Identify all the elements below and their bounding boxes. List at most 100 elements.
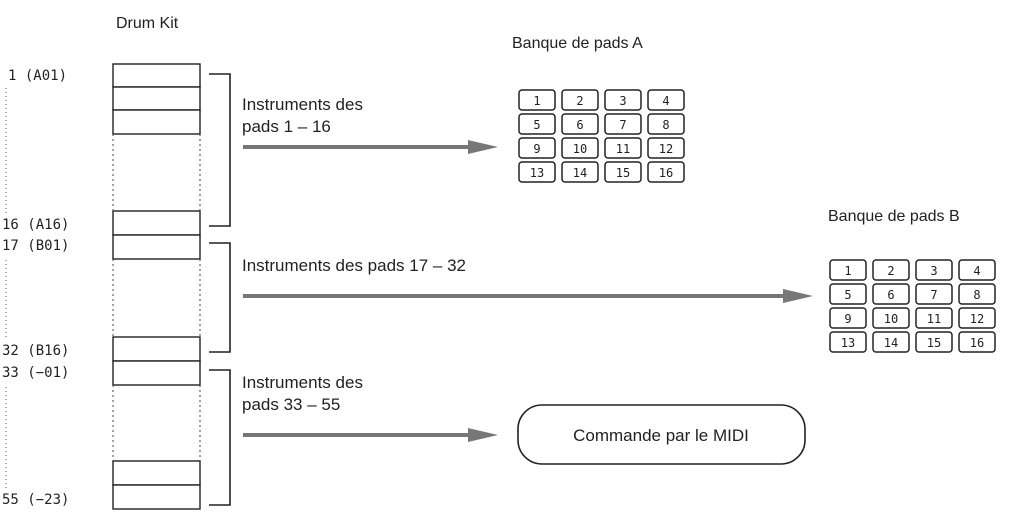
bank-b-pad-3: 3 [915, 259, 953, 281]
bank-b-title: Banque de pads B [828, 208, 960, 225]
pad-number: 8 [973, 288, 980, 302]
bank-b-pad-9: 9 [829, 307, 867, 329]
kit-number-16: 16 (A16) [2, 217, 69, 233]
bank-b-pad-5: 5 [829, 283, 867, 305]
bracket-group-2 [209, 242, 231, 353]
bank-a-pad-10: 10 [561, 137, 599, 159]
pad-frame [561, 89, 599, 111]
bank-b-pad-8: 8 [958, 283, 996, 305]
pad-frame [829, 307, 867, 329]
bank-a-pad-9: 9 [518, 137, 556, 159]
pad-number: 10 [884, 312, 898, 326]
bank-a-pad-15: 15 [604, 161, 642, 183]
pad-number: 7 [619, 118, 626, 132]
kit-slot-54 [112, 460, 201, 486]
kit-slot-dotted-sides [112, 134, 201, 461]
bank-b-pad-1: 1 [829, 259, 867, 281]
bank-a-pad-7: 7 [604, 113, 642, 135]
pad-frame [872, 331, 910, 353]
kit-number-32: 32 (B16) [2, 343, 69, 359]
pad-frame [604, 137, 642, 159]
pad-number: 12 [970, 312, 984, 326]
group-brackets [209, 73, 231, 506]
pad-number: 14 [884, 336, 898, 350]
pad-frame [647, 137, 685, 159]
pad-frame [561, 137, 599, 159]
group-2-label: Instruments des pads 17 – 32 [242, 256, 466, 275]
bank-b-pad-15: 15 [915, 331, 953, 353]
pad-number: 8 [662, 118, 669, 132]
bank-a-pad-4: 4 [647, 89, 685, 111]
pad-frame [647, 113, 685, 135]
pad-number: 1 [533, 94, 540, 108]
pad-number: 6 [576, 118, 583, 132]
pad-number: 15 [927, 336, 941, 350]
pad-number: 9 [844, 312, 851, 326]
bank-b-pad-14: 14 [872, 331, 910, 353]
pad-frame [915, 307, 953, 329]
kit-slot-01 [112, 63, 201, 88]
bank-b-pad-11: 11 [915, 307, 953, 329]
bank-b-pad-12: 12 [958, 307, 996, 329]
bank-a-pad-5: 5 [518, 113, 556, 135]
bank-b-pad-2: 2 [872, 259, 910, 281]
pad-frame [829, 283, 867, 305]
pad-number: 15 [616, 166, 630, 180]
pad-frame [647, 161, 685, 183]
pad-frame [829, 331, 867, 353]
group-3-label-line1: Instruments des [242, 373, 363, 392]
group-1-label-line2: pads 1 – 16 [242, 117, 331, 136]
bank-a-pad-13: 13 [518, 161, 556, 183]
pad-number: 3 [619, 94, 626, 108]
pad-frame [561, 113, 599, 135]
bank-a-pad-3: 3 [604, 89, 642, 111]
pad-number: 3 [930, 264, 937, 278]
bank-b-pad-4: 4 [958, 259, 996, 281]
bracket-group-1 [209, 73, 231, 227]
pad-frame [604, 89, 642, 111]
pad-frame [604, 161, 642, 183]
bank-b-pad-10: 10 [872, 307, 910, 329]
pad-frame [829, 259, 867, 281]
pad-frame [958, 307, 996, 329]
pad-frame [915, 331, 953, 353]
bank-a-title: Banque de pads A [512, 35, 643, 52]
kit-number-55: 55 (−23) [2, 492, 69, 508]
bank-a-pad-11: 11 [604, 137, 642, 159]
pad-frame [518, 137, 556, 159]
bank-b-pad-16: 16 [958, 331, 996, 353]
pad-number: 9 [533, 142, 540, 156]
bank-a-pad-16: 16 [647, 161, 685, 183]
pad-frame [958, 259, 996, 281]
pad-number: 11 [927, 312, 941, 326]
pad-frame [518, 89, 556, 111]
pad-number: 5 [533, 118, 540, 132]
pad-number: 16 [970, 336, 984, 350]
kit-slot-33 [112, 360, 201, 386]
arrow-group-2 [243, 289, 813, 303]
pad-frame [518, 161, 556, 183]
kit-slot-17 [112, 234, 201, 260]
bank-b-pad-13: 13 [829, 331, 867, 353]
drum-kit-title: Drum Kit [116, 15, 179, 32]
pad-frame [872, 283, 910, 305]
pad-number: 13 [530, 166, 544, 180]
kit-slot-32 [112, 336, 201, 362]
pad-number: 4 [662, 94, 669, 108]
group-3-label-line2: pads 33 – 55 [242, 395, 340, 414]
bank-a-pad-6: 6 [561, 113, 599, 135]
pad-frame [604, 113, 642, 135]
arrow-group-1 [243, 140, 498, 154]
pad-number: 10 [573, 142, 587, 156]
midi-control-box: Commande par le MIDI [517, 404, 806, 465]
kit-slot-02 [112, 86, 201, 111]
bank-a-pad-8: 8 [647, 113, 685, 135]
pad-frame [915, 283, 953, 305]
bank-b-pad-7: 7 [915, 283, 953, 305]
kit-slot-55 [112, 484, 201, 510]
pad-number: 13 [841, 336, 855, 350]
kit-slot-16 [112, 210, 201, 236]
kit-number-1: 1 (A01) [8, 68, 67, 84]
